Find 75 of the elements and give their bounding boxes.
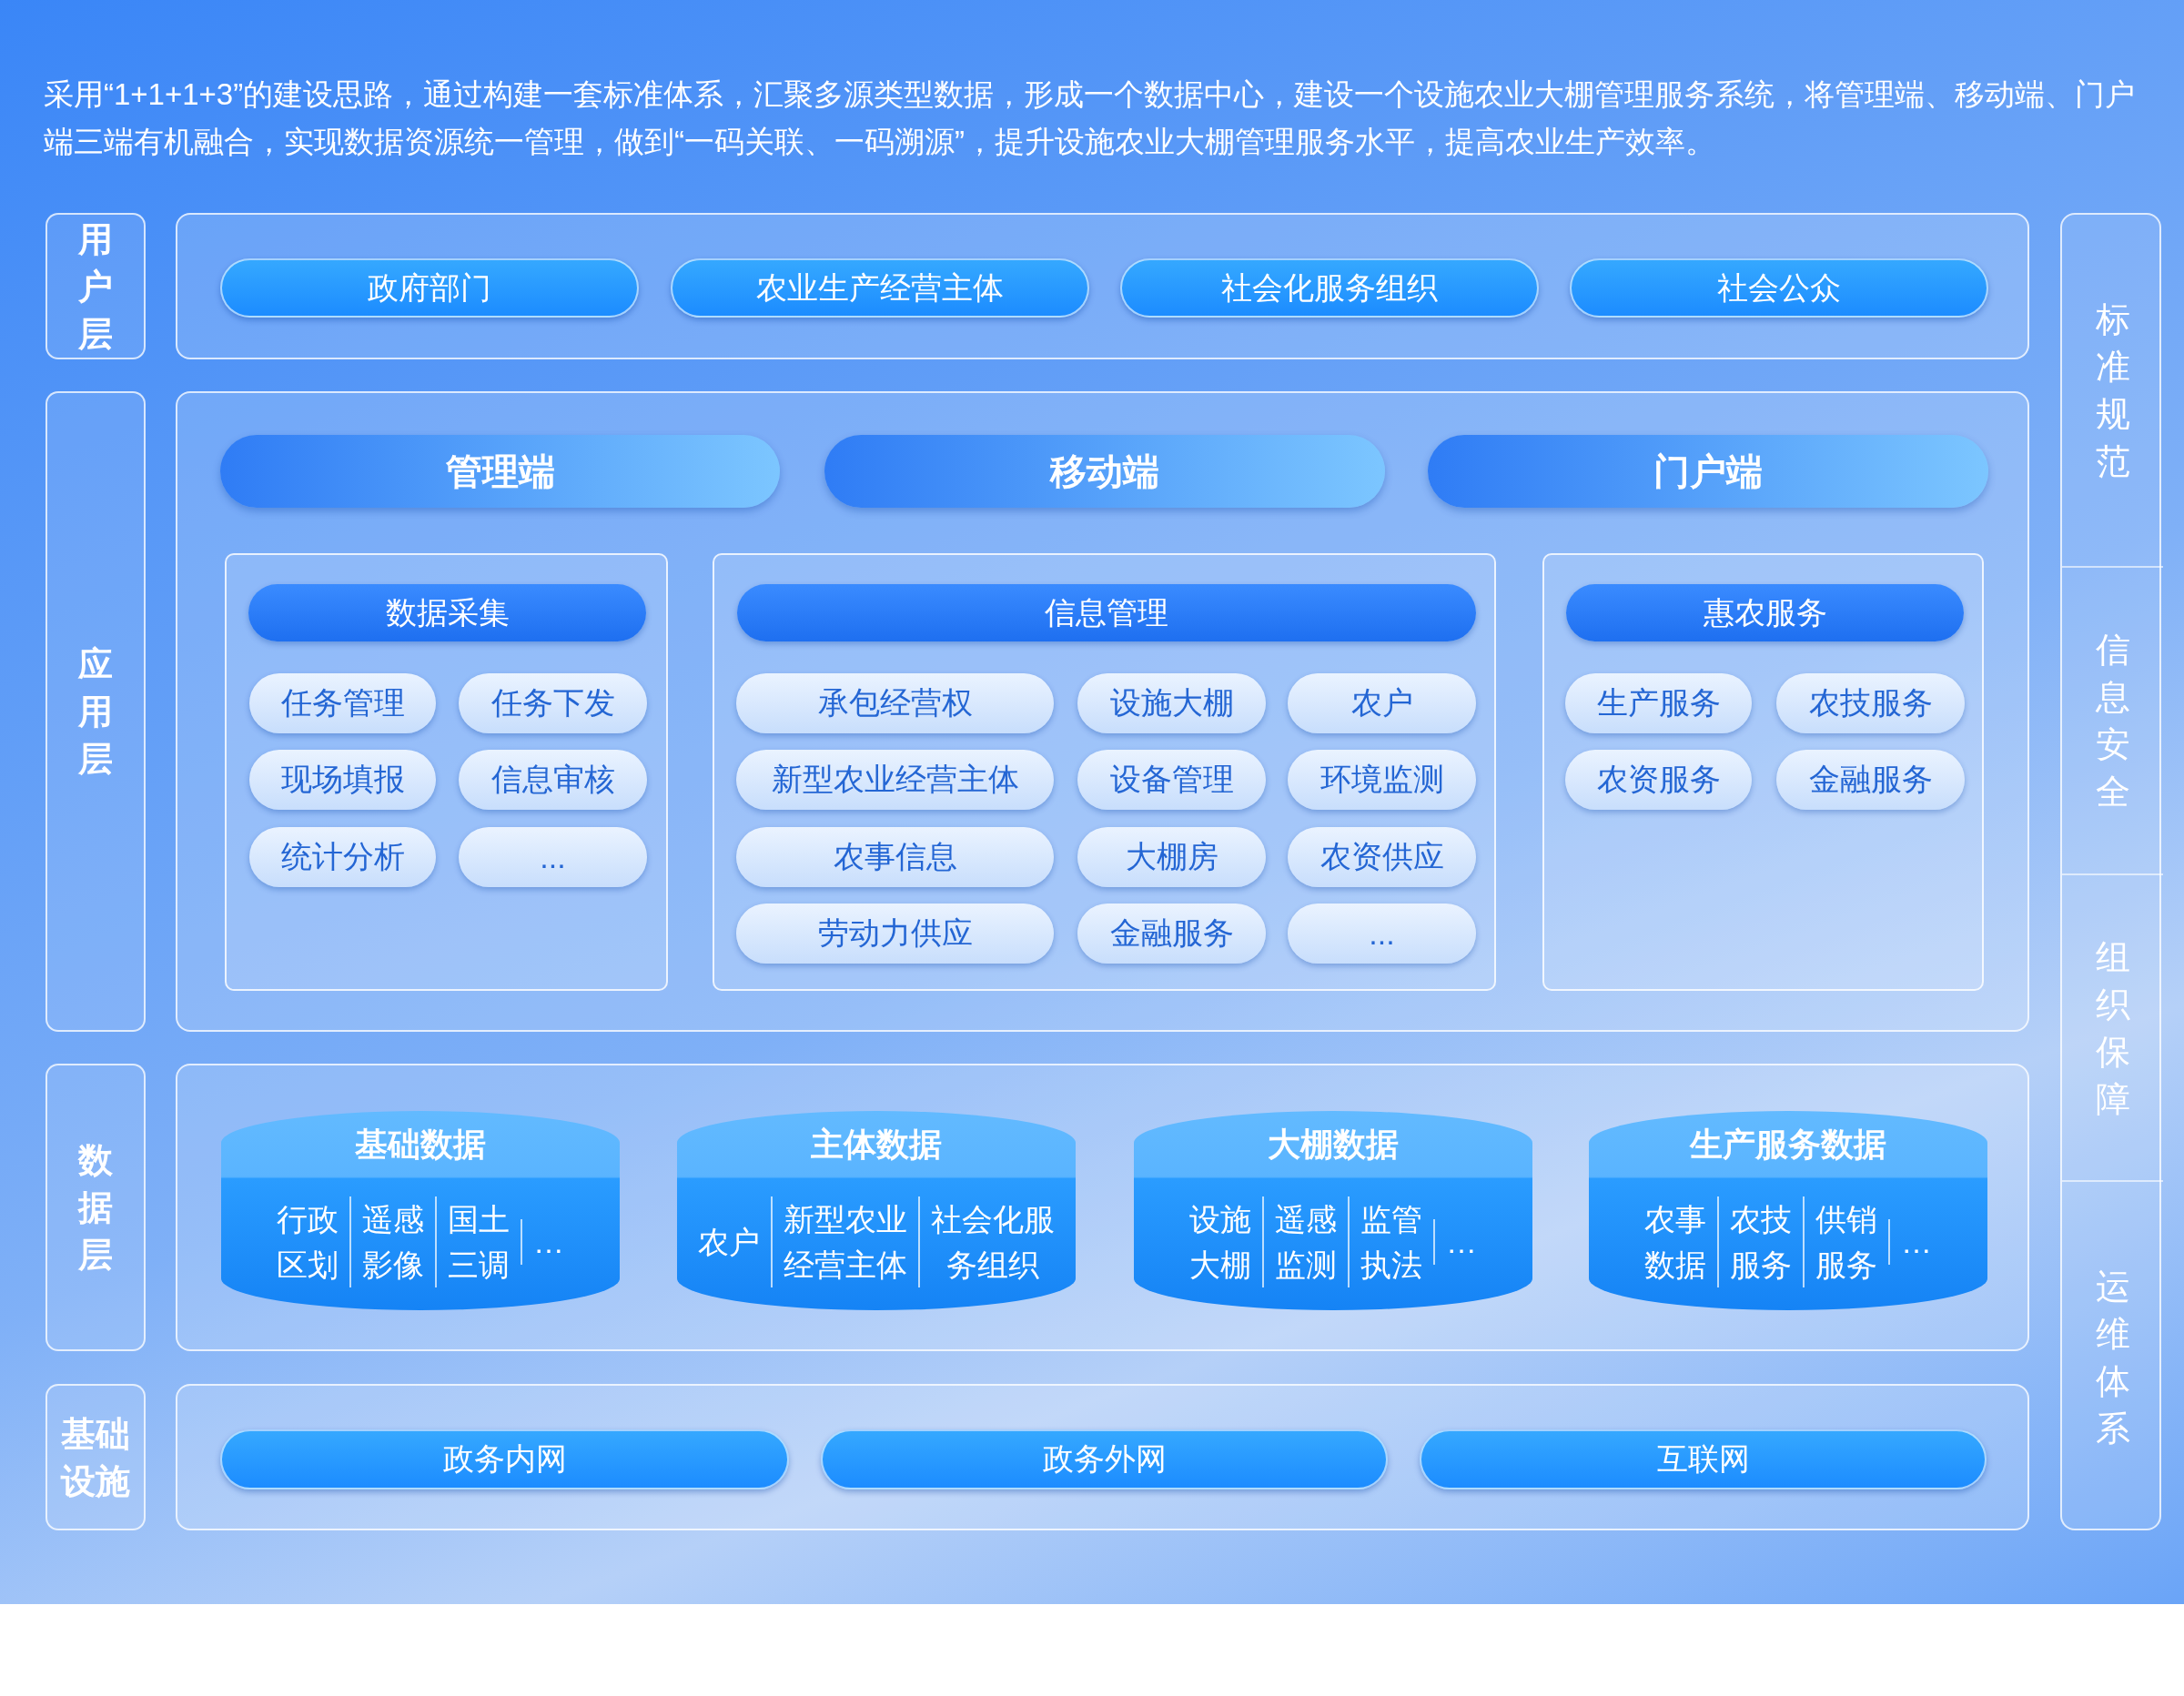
module-panel <box>1542 553 1984 991</box>
function-pill: ... <box>1288 904 1476 964</box>
data-item: 行政区划 <box>276 1201 339 1284</box>
function-pill: 设施大棚 <box>1077 673 1266 733</box>
database-cylinder <box>220 1110 621 1311</box>
module-panel <box>225 553 668 991</box>
function-pill: 现场填报 <box>249 750 436 810</box>
support-label: 标准规范 <box>2062 215 2163 566</box>
function-pill: 任务管理 <box>249 673 436 733</box>
user-pill: 社会化服务组织 <box>1120 258 1539 318</box>
data-item: 供销服务 <box>1803 1196 1888 1287</box>
layer-panel <box>176 1384 2029 1530</box>
support-label: 信息安全 <box>2062 566 2163 873</box>
database-cylinder <box>676 1110 1077 1311</box>
data-item: … <box>1433 1219 1488 1265</box>
intro-text: 采用“1+1+1+3”的建设思路，通过构建一套标准体系，汇聚多源类型数据，形成一个数据中心，建设一个设施农业大棚管理服务系统，将管理端、移动端、门户端三端有机融合，实现数据资源统一管理，做到“一码关联、一码溯源”，提升设施农业大棚管理服务水平，提高农业生产效率。 <box>44 76 2137 160</box>
user-pill: 政务内网 <box>220 1429 789 1489</box>
function-pill: 农户 <box>1288 673 1476 733</box>
data-item: 农技服务 <box>1717 1196 1803 1287</box>
layer-panel <box>176 391 2029 1032</box>
module-panel <box>713 553 1496 991</box>
support-panel <box>2060 213 2161 1530</box>
user-pill: 农业生产经营主体 <box>671 258 1089 318</box>
function-pill: 承包经营权 <box>736 673 1054 733</box>
cylinder-title: 主体数据 <box>810 1125 943 1165</box>
client-header-pill: 移动端 <box>824 435 1385 508</box>
function-pill: 农技服务 <box>1776 673 1965 733</box>
cylinder-title: 生产服务数据 <box>1688 1125 1887 1165</box>
client-header-pill: 管理端 <box>220 435 780 508</box>
layer-label: 基础设施 <box>46 1384 146 1530</box>
data-item: … <box>521 1219 575 1265</box>
module-header-pill: 数据采集 <box>248 584 646 641</box>
data-item: 社会化服务组织 <box>918 1196 1066 1287</box>
data-item: 遥感监测 <box>1262 1196 1348 1287</box>
user-pill: 社会公众 <box>1570 258 1988 318</box>
data-item: 监管执法 <box>1348 1196 1433 1287</box>
function-pill: ... <box>459 827 647 887</box>
cylinder-title: 大棚数据 <box>1267 1125 1400 1165</box>
data-item: 农事数据 <box>1643 1201 1707 1284</box>
support-label: 组织保障 <box>2062 873 2163 1180</box>
layer-label: 应用层 <box>46 391 146 1032</box>
user-pill: 政务外网 <box>821 1429 1388 1489</box>
function-pill: 大棚房 <box>1077 827 1266 887</box>
function-pill: 新型农业经营主体 <box>736 750 1054 810</box>
function-pill: 金融服务 <box>1077 904 1266 964</box>
module-header-pill: 惠农服务 <box>1566 584 1964 641</box>
user-pill: 政府部门 <box>220 258 639 318</box>
function-pill: 生产服务 <box>1565 673 1752 733</box>
client-header-pill: 门户端 <box>1428 435 1988 508</box>
function-pill: 信息审核 <box>459 750 647 810</box>
user-pill: 互联网 <box>1420 1429 1987 1489</box>
function-pill: 设备管理 <box>1077 750 1266 810</box>
module-header-pill: 信息管理 <box>737 584 1476 641</box>
support-label: 运维体系 <box>2062 1180 2163 1532</box>
database-cylinder <box>1133 1110 1533 1311</box>
function-pill: 农资服务 <box>1565 750 1752 810</box>
layer-label: 数据层 <box>46 1064 146 1351</box>
data-item: 遥感影像 <box>349 1196 435 1287</box>
function-pill: 农事信息 <box>736 827 1054 887</box>
layer-panel <box>176 1064 2029 1351</box>
database-cylinder <box>1588 1110 1988 1311</box>
function-pill: 统计分析 <box>249 827 436 887</box>
data-item: 新型农业经营主体 <box>771 1196 918 1287</box>
function-pill: 任务下发 <box>459 673 647 733</box>
data-item: 国土三调 <box>435 1196 521 1287</box>
function-pill: 农资供应 <box>1288 827 1476 887</box>
data-item: … <box>1888 1219 1943 1265</box>
function-pill: 环境监测 <box>1288 750 1476 810</box>
cylinder-title: 基础数据 <box>354 1125 487 1165</box>
data-item: 设施大棚 <box>1188 1201 1252 1284</box>
data-item: 农户 <box>697 1224 761 1261</box>
function-pill: 劳动力供应 <box>736 904 1054 964</box>
layer-label: 用户层 <box>46 213 146 359</box>
function-pill: 金融服务 <box>1776 750 1965 810</box>
layer-panel <box>176 213 2029 359</box>
